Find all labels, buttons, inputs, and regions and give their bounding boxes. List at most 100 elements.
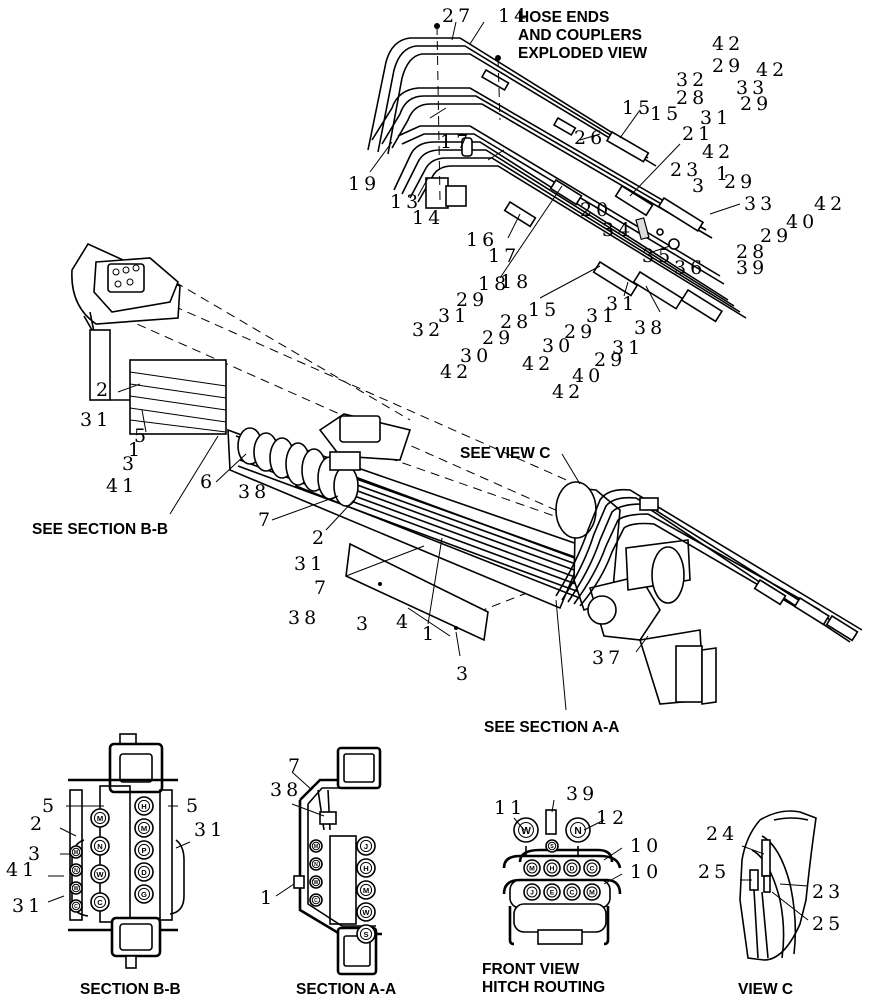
port-coupler: W xyxy=(69,881,83,895)
callout: 15 xyxy=(622,97,654,119)
port-coupler: W xyxy=(356,902,376,922)
callout: 31 xyxy=(194,819,226,841)
callout: 41 xyxy=(106,475,138,497)
port-coupler: M xyxy=(309,839,323,853)
callout: 31 xyxy=(606,293,638,315)
port-letter: W xyxy=(74,886,79,892)
caption-see-section-bb: SEE SECTION B-B xyxy=(32,521,168,538)
port-coupler: C xyxy=(69,899,83,913)
callout: 28 xyxy=(676,87,708,109)
port-coupler: H xyxy=(543,859,561,877)
callout: 27 xyxy=(442,5,474,27)
callout: 42 xyxy=(440,361,472,383)
callout: 2 xyxy=(96,379,112,401)
callout: 29 xyxy=(456,289,488,311)
callout: 5 xyxy=(134,425,150,447)
caption-section-aa: SECTION A-A xyxy=(296,981,396,998)
callout: 32 xyxy=(412,319,444,341)
callout: 29 xyxy=(760,225,792,247)
caption-front-view-1: FRONT VIEW xyxy=(482,961,580,978)
callout: 11 xyxy=(494,797,526,819)
callout: 31 xyxy=(612,337,644,359)
callout: 1 xyxy=(422,623,438,645)
port-letter: E xyxy=(550,890,555,897)
callout: 3 xyxy=(356,613,372,635)
gauge: N xyxy=(565,817,591,843)
callout: 39 xyxy=(566,783,598,805)
callout: 29 xyxy=(564,321,596,343)
callout: 38 xyxy=(238,481,270,503)
callout: 35 xyxy=(642,245,674,267)
port-letter: W xyxy=(521,826,531,837)
callout: 1 xyxy=(128,439,144,461)
port-coupler: C xyxy=(90,892,110,912)
port-letter: S xyxy=(550,844,554,850)
callout: 32 xyxy=(676,69,708,91)
main-assembly-view: SEE VIEW C SEE SECTION B-B SEE SECTION A… xyxy=(32,242,863,736)
port-coupler: J xyxy=(356,836,376,856)
caption-exploded-3: EXPLODED VIEW xyxy=(518,45,648,62)
callout: 31 xyxy=(586,305,618,327)
callout: 33 xyxy=(736,77,768,99)
caption-exploded-1: HOSE ENDS xyxy=(518,9,609,26)
port-coupler: N xyxy=(69,863,83,877)
caption-section-bb: SECTION B-B xyxy=(80,981,181,998)
port-letter: W xyxy=(362,908,370,917)
port-coupler: M xyxy=(356,880,376,900)
callout: 34 xyxy=(602,219,634,241)
caption-exploded-2: AND COUPLERS xyxy=(518,27,642,44)
port-coupler: M xyxy=(583,883,601,901)
view-c: VIEW C 24 25 23 25 xyxy=(698,810,844,998)
callout: 31 xyxy=(438,305,470,327)
caption-view-c: VIEW C xyxy=(738,981,793,998)
port-letter: D xyxy=(570,866,575,873)
hose-ends-exploded-view: HOSE ENDS AND COUPLERS EXPLODED VIEW 27 … xyxy=(348,5,842,403)
callout: 30 xyxy=(460,345,492,367)
port-letter: N xyxy=(97,842,102,851)
port-coupler: N xyxy=(90,836,110,856)
callout: 20 xyxy=(580,199,612,221)
callout: 18 xyxy=(478,273,510,295)
port-letter: M xyxy=(589,890,595,897)
callout: 42 xyxy=(702,141,734,163)
port-letter: M xyxy=(141,824,147,833)
callout: 23 xyxy=(670,159,702,181)
caption-see-view-c: SEE VIEW C xyxy=(460,445,550,462)
port-coupler: W xyxy=(309,875,323,889)
port-letter: C xyxy=(570,890,575,897)
callout: 7 xyxy=(314,577,330,599)
port-letter: N xyxy=(314,862,318,868)
callout: 23 xyxy=(812,881,844,903)
port-coupler: D xyxy=(134,862,154,882)
port-letter: M xyxy=(314,844,318,850)
callout: 39 xyxy=(736,257,768,279)
callout: 14 xyxy=(498,5,530,27)
callout: 38 xyxy=(288,607,320,629)
callout: 38 xyxy=(634,317,666,339)
port-letter: C xyxy=(97,898,103,907)
callout: 25 xyxy=(812,913,844,935)
callout: 25 xyxy=(698,861,730,883)
port-coupler: C xyxy=(309,893,323,907)
callout: 1 xyxy=(716,163,732,185)
callout: 6 xyxy=(200,471,216,493)
port-letter: W xyxy=(96,870,104,879)
callout: 7 xyxy=(258,509,274,531)
caption-front-view-2: HITCH ROUTING xyxy=(482,979,605,996)
callout: 40 xyxy=(572,365,604,387)
caption-see-section-aa: SEE SECTION A-A xyxy=(484,719,620,736)
port-letter: H xyxy=(550,866,555,873)
callout: 17 xyxy=(488,245,520,267)
port-letter: H xyxy=(141,802,146,811)
callout: 29 xyxy=(594,349,626,371)
port-coupler: S xyxy=(356,924,376,944)
callout: 1 xyxy=(260,887,276,909)
callout: 5 xyxy=(42,795,58,817)
port-letter: D xyxy=(141,868,147,877)
callout: 24 xyxy=(706,823,738,845)
callout: 12 xyxy=(596,807,628,829)
